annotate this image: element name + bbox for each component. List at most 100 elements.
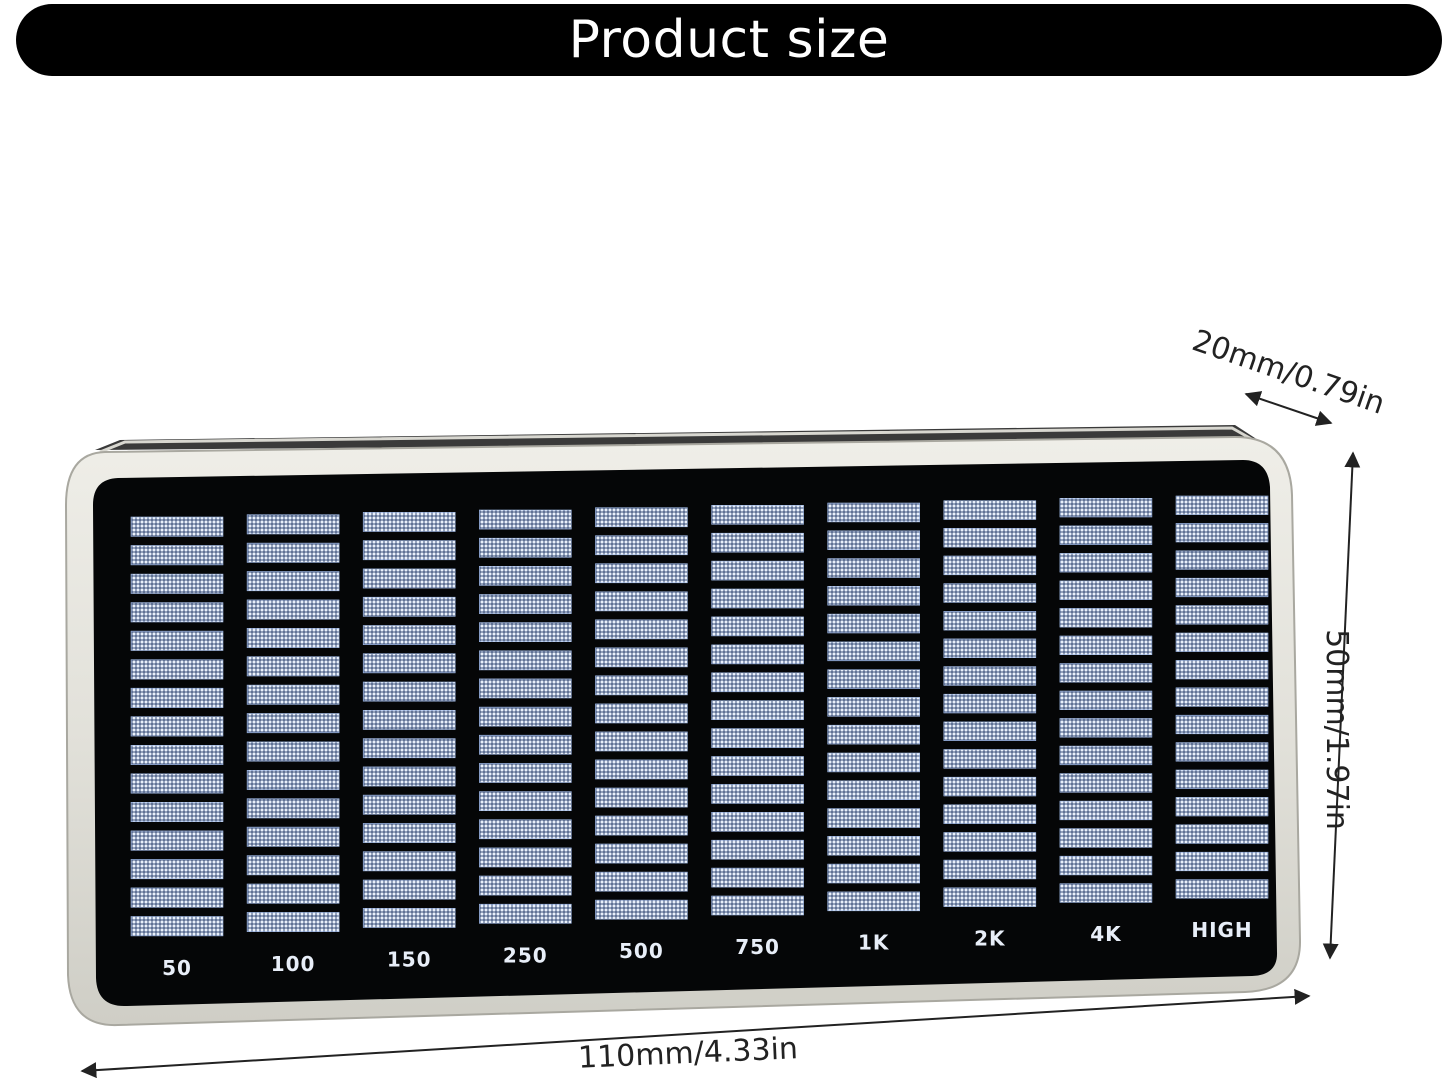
band-segment	[711, 588, 804, 609]
band-segment	[943, 776, 1037, 797]
band-segment	[943, 555, 1037, 576]
band-segment	[1175, 687, 1269, 707]
band-segment	[711, 784, 804, 804]
band-segment	[478, 594, 572, 614]
band-segment	[595, 871, 688, 892]
band-segment	[478, 706, 572, 727]
band-segment	[246, 741, 340, 762]
band-segment	[1059, 635, 1153, 656]
band-label: 4K	[1090, 922, 1122, 946]
band-segment	[827, 558, 921, 578]
band-segment	[827, 780, 921, 800]
band-segment	[478, 565, 572, 586]
band-segment	[130, 887, 224, 908]
band-segment	[1059, 800, 1153, 821]
band-segment	[246, 798, 340, 819]
band-segment	[943, 666, 1037, 686]
band-segment	[130, 916, 224, 937]
band-segment	[362, 879, 456, 900]
band-high: HIGH	[1175, 495, 1269, 942]
band-segment	[362, 851, 456, 872]
band-segment	[478, 847, 572, 868]
band-segment	[1059, 773, 1153, 793]
band-segment	[246, 713, 340, 734]
band-segment	[943, 859, 1037, 880]
band-segment	[1175, 632, 1269, 652]
band-segment	[130, 687, 224, 708]
band-segment	[827, 502, 921, 523]
band-50: 50	[130, 516, 224, 980]
band-segment	[362, 823, 456, 843]
band-label: 2K	[974, 926, 1006, 950]
band-segment	[711, 728, 804, 748]
band-750: 750	[711, 504, 804, 959]
band-segment	[1175, 577, 1269, 598]
band-segment	[362, 681, 456, 702]
band-segment	[130, 744, 224, 765]
band-segment	[595, 507, 688, 528]
band-segment	[943, 693, 1037, 714]
band-segment	[827, 697, 921, 717]
band-segment	[827, 641, 921, 662]
band-segment	[1059, 497, 1153, 518]
band-segment	[943, 527, 1037, 548]
band-segment	[595, 731, 688, 752]
band-segment	[827, 530, 921, 550]
band-segment	[478, 903, 572, 924]
band-segment	[1059, 690, 1153, 711]
band-segment	[1059, 525, 1153, 545]
band-segment	[130, 659, 224, 680]
band-segment	[362, 540, 456, 561]
band-segment	[130, 602, 224, 623]
device-top-highlight	[99, 426, 1256, 454]
band-segment	[246, 571, 340, 592]
band-segment	[1175, 851, 1269, 872]
band-segment	[1175, 495, 1269, 515]
band-segment	[130, 773, 224, 794]
band-segment	[595, 619, 688, 640]
band-segment	[595, 899, 688, 920]
band-segment	[478, 509, 572, 530]
band-segment	[478, 734, 572, 755]
band-segment	[1059, 663, 1153, 683]
band-250: 250	[478, 509, 572, 967]
band-segment	[246, 514, 340, 535]
band-segment	[478, 650, 572, 671]
band-segment	[362, 596, 456, 617]
band-segment	[1175, 742, 1269, 762]
band-segment	[478, 763, 572, 783]
band-segment	[1059, 855, 1153, 876]
band-segment	[943, 832, 1037, 852]
band-segment	[943, 500, 1037, 520]
band-segment	[1059, 718, 1153, 738]
band-segment	[711, 644, 804, 665]
band-segment	[711, 560, 804, 581]
band-segment	[362, 568, 456, 589]
band-label: 250	[503, 943, 548, 967]
band-segment	[362, 653, 456, 674]
band-segment	[827, 835, 921, 856]
band-2k: 2K	[943, 500, 1037, 950]
band-segment	[595, 703, 688, 724]
band-segment	[130, 801, 224, 822]
band-segment	[711, 504, 804, 525]
depth-arrow	[1244, 391, 1333, 426]
band-segment	[943, 721, 1037, 742]
band-segment	[711, 867, 804, 888]
band-label: 750	[735, 935, 780, 959]
band-segment	[362, 907, 456, 928]
band-segment	[943, 749, 1037, 769]
band-1k: 1K	[827, 502, 921, 955]
band-segment	[827, 891, 921, 912]
band-segment	[1059, 608, 1153, 628]
band-4k: 4K	[1059, 497, 1153, 946]
band-segment	[943, 804, 1037, 824]
band-segment	[130, 573, 224, 594]
band-segment	[478, 875, 572, 896]
band-segment	[130, 716, 224, 737]
band-segment	[246, 769, 340, 790]
band-segment	[478, 791, 572, 811]
band-500: 500	[595, 507, 688, 963]
band-segment	[827, 863, 921, 884]
